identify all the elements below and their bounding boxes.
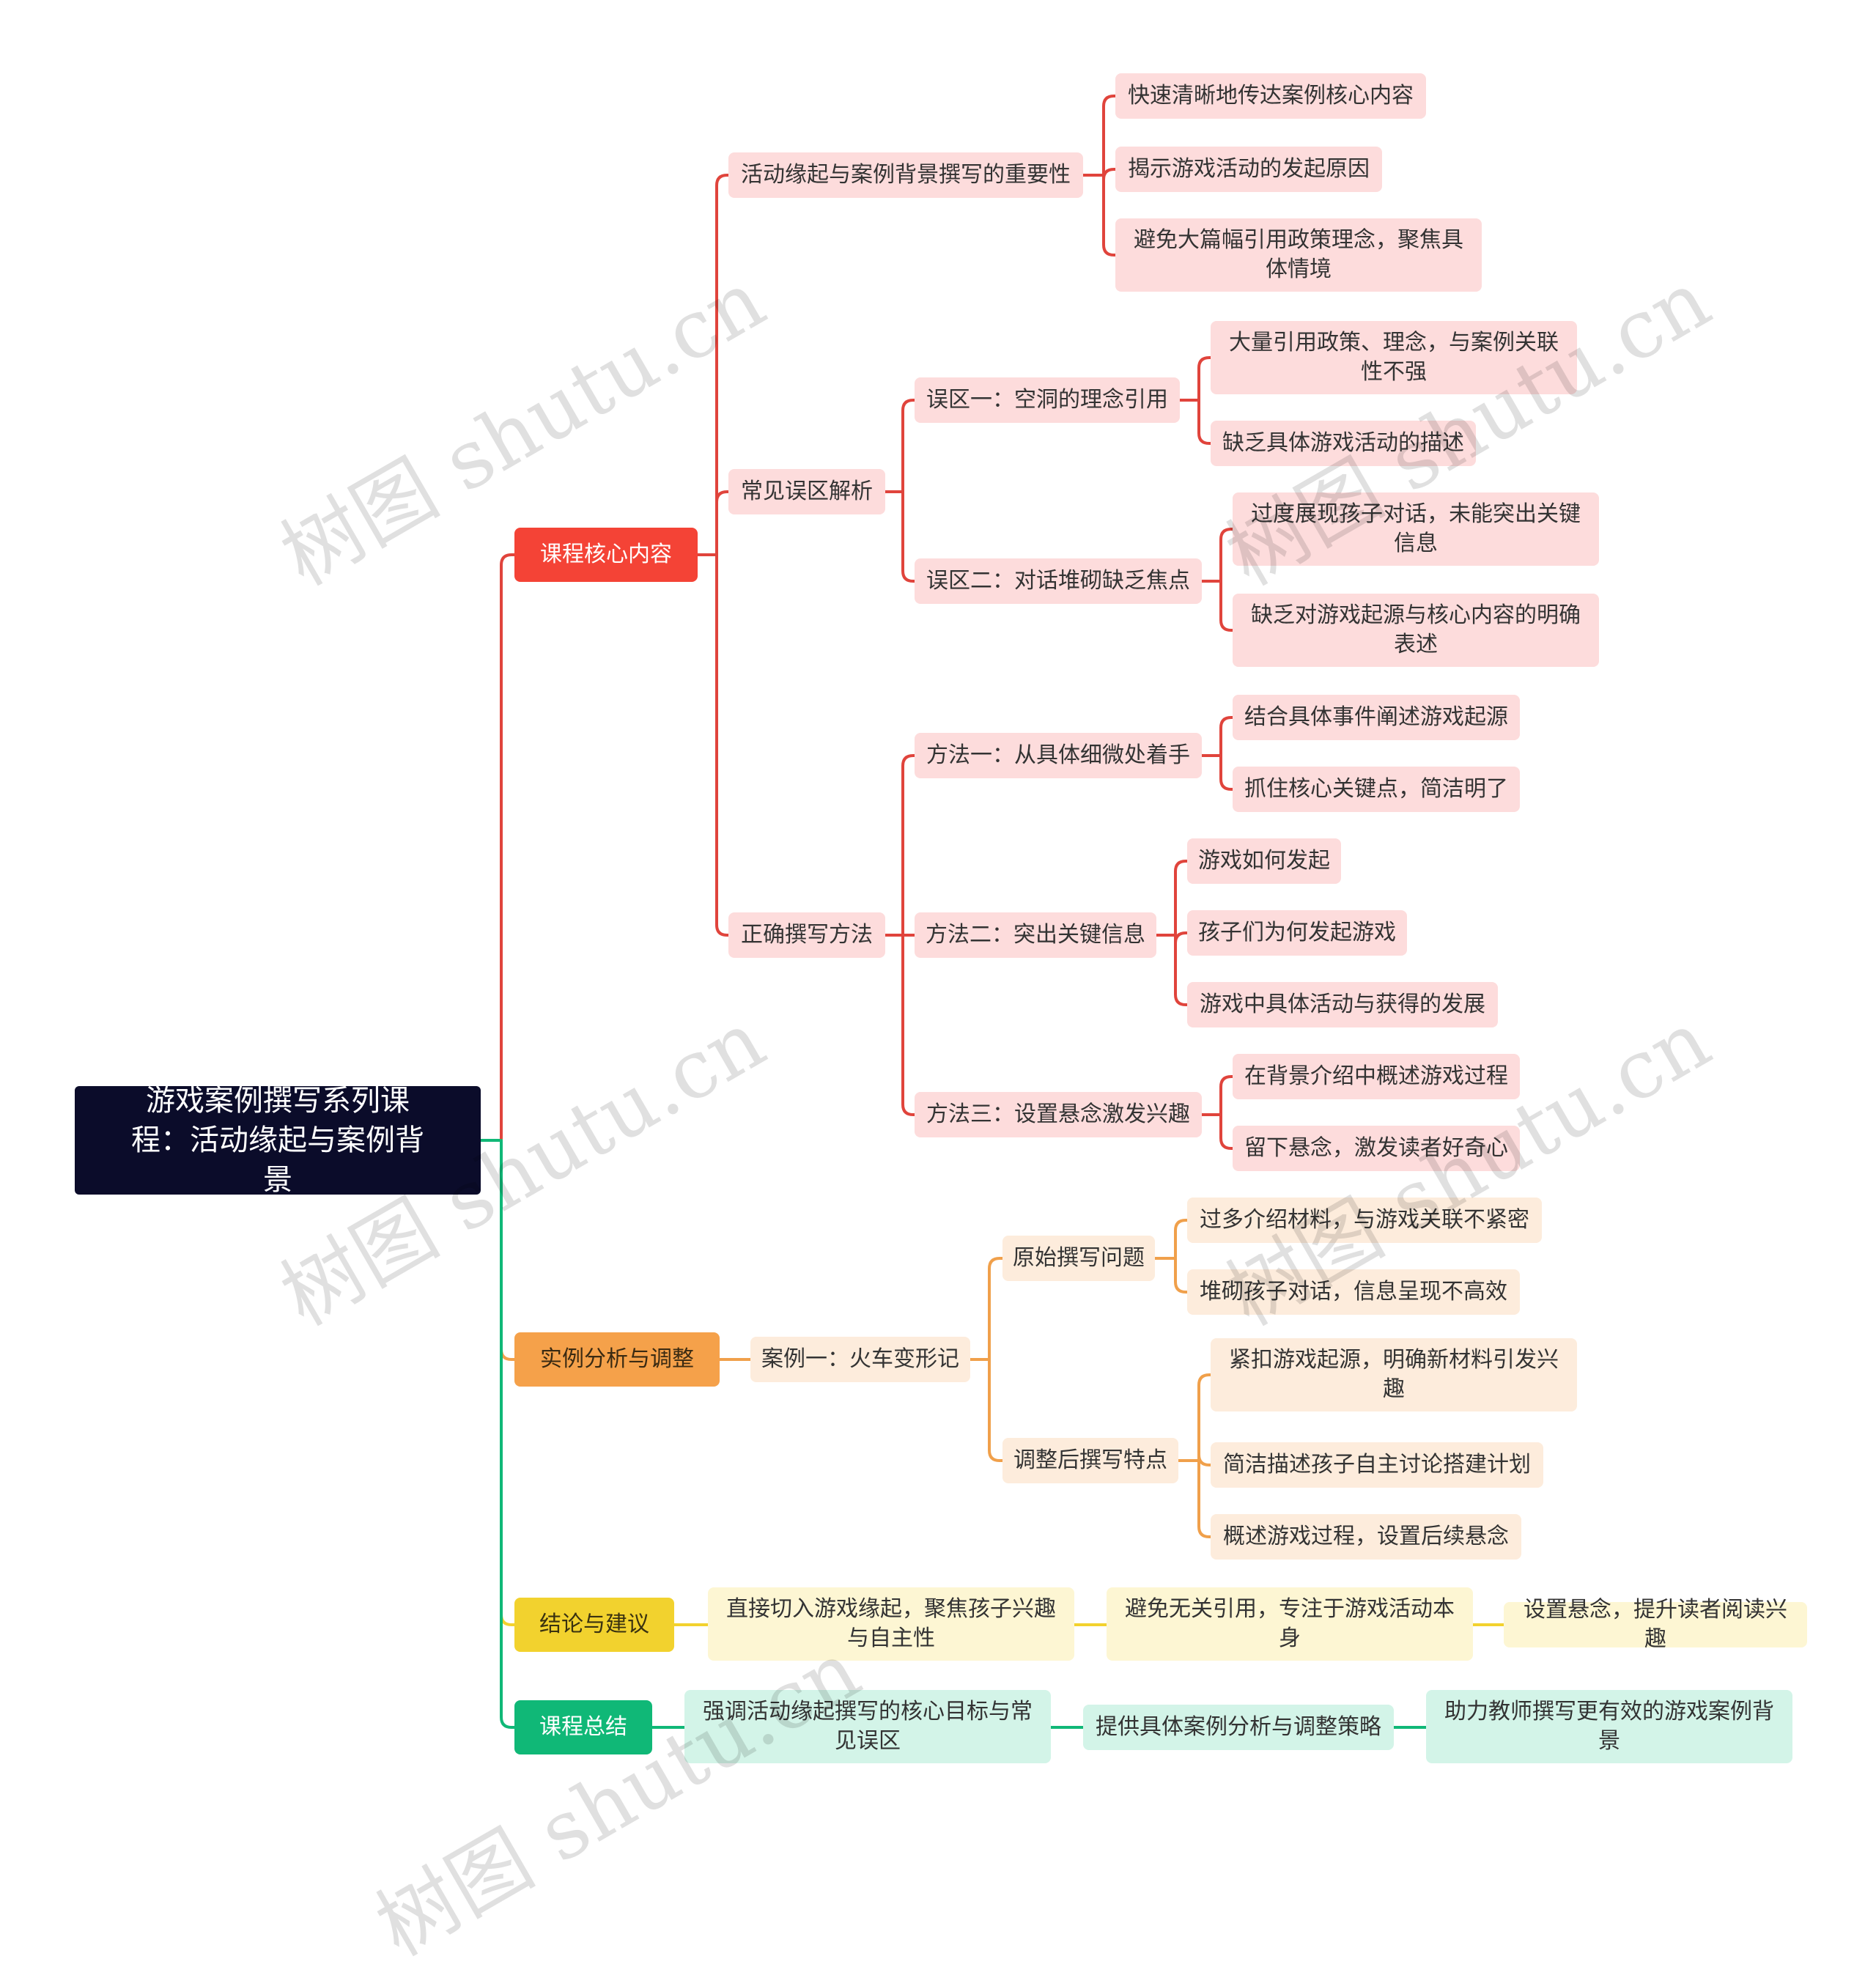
branch-summary[interactable]: 课程总结: [514, 1700, 652, 1754]
mistakes-node[interactable]: 常见误区解析: [728, 469, 885, 514]
connector-line: [1174, 1219, 1189, 1260]
connector-line: [1219, 580, 1234, 632]
method-3-item[interactable]: 留下悬念，激发读者好奇心: [1233, 1126, 1520, 1171]
connector-lines: [479, 95, 1505, 1729]
connector-line: [500, 1139, 516, 1361]
method-2-item[interactable]: 孩子们为何发起游戏: [1187, 910, 1407, 956]
summary-step-2[interactable]: 提供具体案例分析与调整策略: [1083, 1705, 1394, 1750]
branch-conclusion[interactable]: 结论与建议: [514, 1598, 674, 1652]
connector-line: [1102, 95, 1117, 177]
mistake-2-item[interactable]: 过度展现孩子对话，未能突出关键信息: [1233, 492, 1599, 566]
connector-line: [500, 553, 516, 1142]
branch-core[interactable]: 课程核心内容: [514, 528, 698, 582]
connector-line: [1174, 934, 1189, 1006]
method-1-item[interactable]: 结合具体事件阐述游戏起源: [1233, 695, 1520, 740]
connector-line: [1219, 1075, 1234, 1116]
connector-line: [1174, 1257, 1189, 1294]
method-3-item[interactable]: 在背景介绍中概述游戏过程: [1233, 1054, 1520, 1099]
conclusion-step-3[interactable]: 设置悬念，提升读者阅读兴趣: [1504, 1597, 1807, 1652]
case-1-node[interactable]: 案例一：火车变形记: [750, 1337, 970, 1382]
importance-item[interactable]: 揭示游戏活动的发起原因: [1115, 147, 1382, 192]
connector-line: [1197, 1459, 1212, 1538]
mistake-1-node[interactable]: 误区一：空洞的理念引用: [915, 377, 1180, 423]
connector-line: [988, 1358, 1004, 1462]
summary-step-3[interactable]: 助力教师撰写更有效的游戏案例背景: [1426, 1690, 1792, 1763]
connector-line: [1174, 931, 1189, 944]
importance-item[interactable]: 快速清晰地传达案例核心内容: [1115, 73, 1426, 119]
connector-line: [1219, 528, 1234, 583]
connector-line: [1174, 860, 1189, 937]
method-1-item[interactable]: 抓住核心关键点，简洁明了: [1233, 767, 1520, 812]
connector-line: [1197, 1373, 1212, 1462]
problem-item[interactable]: 过多介绍材料，与游戏关联不紧密: [1187, 1197, 1542, 1243]
connector-line: [1219, 1113, 1234, 1150]
method-3-node[interactable]: 方法三：设置悬念激发兴趣: [915, 1092, 1202, 1137]
connector-line: [988, 1257, 1004, 1361]
connector-line: [715, 553, 730, 937]
problem-item[interactable]: 堆砌孩子对话，信息呈现不高效: [1187, 1269, 1520, 1315]
connector-line: [901, 490, 916, 583]
branch-case[interactable]: 实例分析与调整: [514, 1332, 720, 1387]
connector-line: [500, 1139, 516, 1729]
connector-line: [1197, 1454, 1212, 1466]
summary-step-1[interactable]: 强调活动缘起撰写的核心目标与常见误区: [684, 1690, 1051, 1763]
adjusted-item[interactable]: 简洁描述孩子自主讨论搭建计划: [1211, 1442, 1543, 1488]
connector-line: [1219, 754, 1234, 791]
connector-line: [901, 754, 916, 937]
root-node[interactable]: 游戏案例撰写系列课程：活动缘起与案例背景: [75, 1084, 481, 1197]
problems-node[interactable]: 原始撰写问题: [1002, 1236, 1155, 1281]
mistake-1-item[interactable]: 大量引用政策、理念，与案例关联性不强: [1211, 321, 1577, 394]
connector-line: [715, 174, 730, 556]
adjusted-item[interactable]: 概述游戏过程，设置后续悬念: [1211, 1514, 1521, 1560]
method-2-node[interactable]: 方法二：突出关键信息: [915, 912, 1156, 958]
connector-line: [901, 934, 916, 1116]
mindmap-canvas: 游戏案例撰写系列课程：活动缘起与案例背景 课程核心内容 实例分析与调整 结论与建…: [75, 73, 1807, 1974]
connector-line: [1219, 716, 1234, 757]
connector-line: [1197, 399, 1212, 445]
mistake-2-item[interactable]: 缺乏对游戏起源与核心内容的明确表述: [1233, 594, 1599, 667]
mistake-2-node[interactable]: 误区二：对话堆砌缺乏焦点: [915, 558, 1202, 604]
connector-line: [901, 399, 916, 493]
connector-line: [500, 1139, 516, 1626]
conclusion-step-1[interactable]: 直接切入游戏缘起，聚焦孩子兴趣与自主性: [708, 1587, 1074, 1661]
method-2-item[interactable]: 游戏中具体活动与获得的发展: [1187, 982, 1498, 1027]
connector-line: [1102, 168, 1117, 180]
importance-node[interactable]: 活动缘起与案例背景撰写的重要性: [728, 152, 1083, 198]
adjusted-node[interactable]: 调整后撰写特点: [1002, 1438, 1178, 1483]
conclusion-step-2[interactable]: 避免无关引用，专注于游戏活动本身: [1107, 1587, 1473, 1661]
connector-line: [1102, 174, 1117, 257]
method-1-node[interactable]: 方法一：从具体细微处着手: [915, 733, 1202, 778]
methods-node[interactable]: 正确撰写方法: [728, 912, 885, 958]
method-2-item[interactable]: 游戏如何发起: [1187, 838, 1341, 884]
adjusted-item[interactable]: 紧扣游戏起源，明确新材料引发兴趣: [1211, 1338, 1577, 1411]
connector-line: [1197, 356, 1212, 402]
connector-line: [715, 490, 730, 556]
importance-item[interactable]: 避免大篇幅引用政策理念，聚焦具体情境: [1115, 218, 1482, 292]
mistake-1-item[interactable]: 缺乏具体游戏活动的描述: [1211, 421, 1476, 466]
